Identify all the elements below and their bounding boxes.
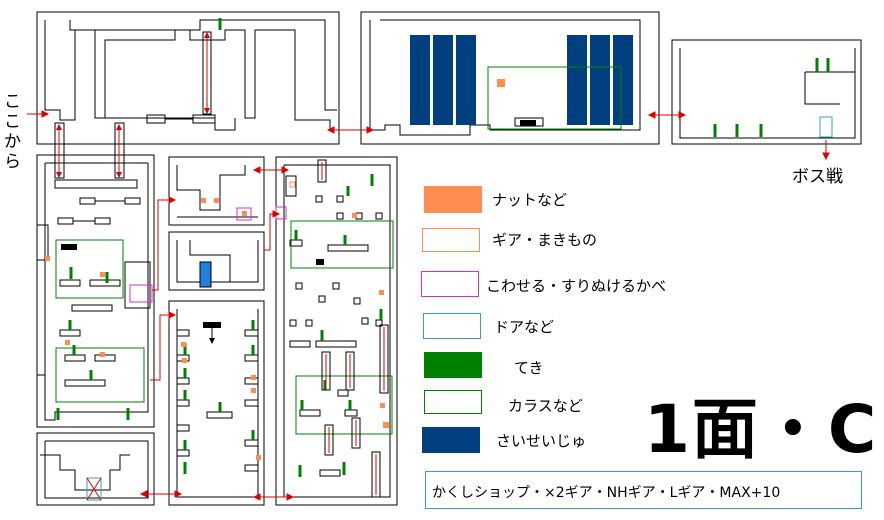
legend-label-nut: ナットなど xyxy=(492,191,568,209)
elevator-shafts-right xyxy=(317,159,389,498)
notes-box xyxy=(425,471,862,509)
legend-label-crow: カラスなど xyxy=(508,397,583,415)
legend-label-door: ドアなど xyxy=(494,318,555,336)
crow-zone xyxy=(295,375,393,435)
room-regen xyxy=(360,11,660,145)
elevator-arrows-right xyxy=(321,162,385,495)
legend-swatch-nut xyxy=(424,186,482,213)
enemy-markers-boss xyxy=(713,58,830,137)
room-right-tall xyxy=(275,156,398,506)
room-bottom-left xyxy=(36,432,155,506)
legend-swatch-crow xyxy=(424,390,482,414)
elevator-shafts xyxy=(54,122,125,179)
notes-text: かくしショップ・×2ギア・NHギア・Lギア・MAX+10 xyxy=(432,485,781,501)
crow-zone xyxy=(55,239,124,299)
elevator-shaft xyxy=(202,31,212,115)
enemy-markers-left xyxy=(56,267,130,420)
boss-door xyxy=(819,116,833,138)
legend-swatch-gear xyxy=(422,228,480,252)
crow-zone xyxy=(55,347,145,403)
room-small-b xyxy=(168,231,265,291)
boss-label: ボス戦 xyxy=(792,167,843,187)
door xyxy=(199,261,212,288)
room-start xyxy=(36,11,340,145)
door xyxy=(86,477,102,501)
breakable-wall xyxy=(236,207,252,221)
room-small-a xyxy=(168,156,265,226)
nut-items-right xyxy=(352,213,389,428)
room-middle-tall xyxy=(168,300,265,506)
start-label: ここから xyxy=(4,92,21,172)
enemy-markers-middle xyxy=(183,320,255,474)
nut-items-middle xyxy=(181,342,261,460)
legend-swatch-enemy xyxy=(424,352,482,378)
legend-swatch-breakable xyxy=(421,271,479,297)
breakable-wall xyxy=(129,284,153,303)
enemy-markers-right xyxy=(294,174,383,477)
legend-label-enemy: てき xyxy=(514,359,544,377)
room-left xyxy=(36,154,155,428)
transition-arrows xyxy=(27,110,830,501)
legend-label-gear: ギア・まきもの xyxy=(492,231,598,249)
legend-swatch-door xyxy=(423,313,481,339)
legend-swatch-regen xyxy=(422,427,480,453)
gear-item xyxy=(289,181,296,188)
nut-items-left xyxy=(45,256,105,357)
stage-title: 1面・C xyxy=(644,391,879,468)
legend-label-breakable: こわせる・すりぬけるかべ xyxy=(486,277,667,295)
crow-zone xyxy=(290,220,394,269)
nut-item xyxy=(497,79,505,87)
room-boss xyxy=(671,39,862,145)
crow-zone xyxy=(487,66,622,130)
legend-label-regen: さいせいじゅ xyxy=(496,432,587,450)
regen-trees xyxy=(410,35,633,125)
nut-items-a xyxy=(201,198,219,203)
